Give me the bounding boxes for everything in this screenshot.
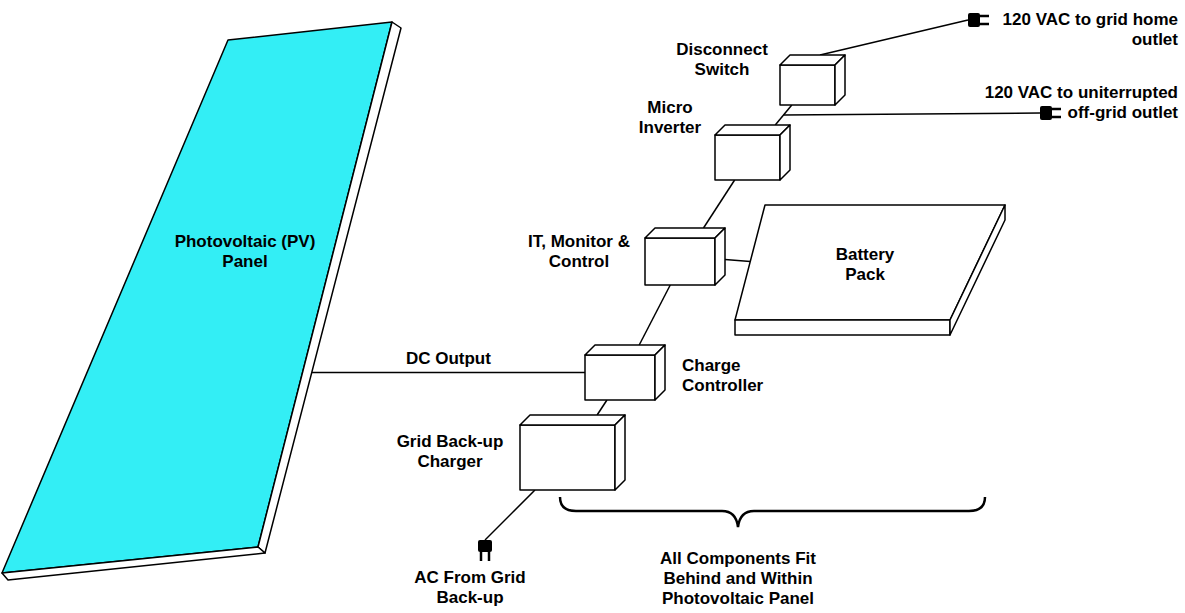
outlet-label: 120 VAC to grid home outlet: [968, 10, 1178, 50]
plug-prong: [1052, 116, 1061, 119]
connector-line: [597, 400, 607, 415]
box-front: [780, 65, 835, 105]
box-front: [715, 135, 780, 180]
controller-box: Charge Controller: [585, 345, 665, 400]
monitor-box: IT, Monitor & Control: [645, 228, 725, 285]
plug-body: [968, 13, 980, 27]
plug-prong: [480, 552, 483, 561]
connector-line: [703, 180, 734, 228]
component-label: Micro Inverter: [632, 98, 708, 138]
component-label: IT, Monitor & Control: [520, 232, 638, 272]
edge-label-holder: DC Output: [403, 349, 494, 369]
component-label: Disconnect Switch: [672, 40, 772, 80]
grid-input-wire: [485, 490, 535, 540]
box-top: [585, 345, 665, 355]
connector-line: [312, 372, 585, 374]
box-side: [780, 125, 790, 180]
connector-line: [639, 285, 670, 345]
edge-label: DC Output: [403, 349, 494, 369]
panel-face: [2, 22, 392, 573]
box-top: [715, 125, 790, 135]
switch-box: Disconnect Switch: [780, 55, 845, 105]
box-front: [645, 238, 715, 285]
shape-outline: [645, 228, 725, 285]
outlet-label: 120 VAC to uniterrupted off-grid outlet: [968, 83, 1178, 123]
node-text: Photovoltaic (PV) Panel: [170, 232, 320, 272]
input-label: AC From Grid Back-up: [405, 568, 535, 608]
plug-prong: [980, 23, 989, 26]
connector-line: [725, 260, 750, 262]
box-top: [780, 55, 845, 65]
connector-line: [775, 105, 792, 125]
shape-outline: [715, 125, 790, 180]
box-front: [520, 425, 615, 490]
label-holder: All Components Fit Behind and Within Pho…: [650, 549, 826, 609]
panel-edge: [2, 547, 265, 580]
inverter-box: Micro Inverter: [715, 125, 790, 180]
label-holder: 120 VAC to uniterrupted off-grid outlet: [968, 83, 1178, 123]
shape-outline: [585, 345, 665, 400]
label-holder: 120 VAC to grid home outlet: [968, 10, 1178, 50]
shape-outline: [520, 415, 625, 490]
curly-bracket: [560, 497, 985, 527]
component-label: Charge Controller: [682, 356, 782, 396]
pv-panel: Photovoltaic (PV) Panel: [0, 12, 405, 587]
slab-edge: [735, 320, 950, 335]
plug-symbol: [1040, 106, 1061, 120]
box-top: [520, 415, 625, 425]
panel-side: [258, 22, 401, 553]
shape-outline: [780, 55, 845, 105]
plug-body: [1040, 106, 1052, 120]
slab-side: [950, 205, 1005, 335]
bracket-note: All Components Fit Behind and Within Pho…: [650, 549, 826, 609]
component-label: Grid Back-up Charger: [388, 432, 512, 472]
box-front: [585, 355, 655, 400]
plug-prong: [980, 15, 989, 18]
plug-prong: [488, 552, 491, 561]
label-holder: AC From Grid Back-up: [405, 568, 535, 608]
connectors: [312, 105, 792, 415]
node-text: Battery Pack: [825, 245, 905, 285]
plug-prong: [1052, 108, 1061, 111]
grid-outlet-wire: [820, 20, 968, 55]
plug-symbol: [968, 13, 989, 27]
battery-pack: Battery Pack: [735, 205, 1007, 337]
plug-body: [478, 540, 492, 552]
box-side: [835, 55, 845, 105]
off-grid-outlet-wire: [784, 113, 1041, 115]
shape-outline: [0, 12, 405, 587]
box-side: [655, 345, 665, 400]
plug-symbol: [478, 540, 492, 561]
box-top: [645, 228, 725, 238]
box-side: [615, 415, 625, 490]
charger-box: Grid Back-up Charger: [520, 415, 625, 490]
box-side: [715, 228, 725, 285]
